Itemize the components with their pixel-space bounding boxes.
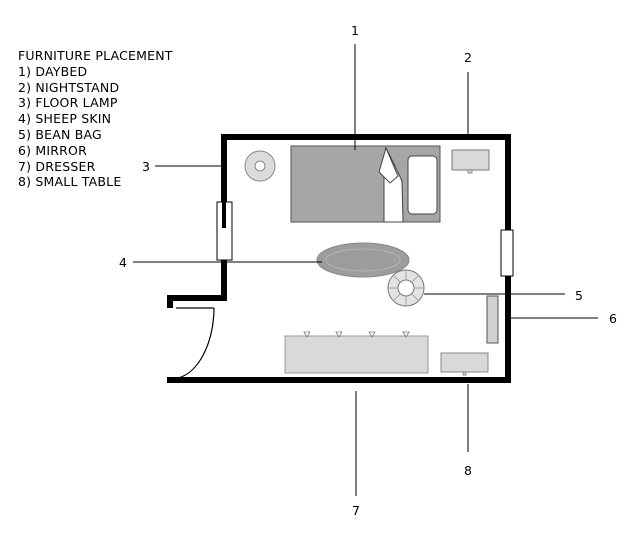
bean-bag <box>387 269 425 307</box>
dresser-top <box>284 335 429 374</box>
furniture-legend: FURNITURE PLACEMENT 1) DAYBED 2) NIGHTST… <box>18 48 173 190</box>
legend-item-nightstand: 2) NIGHTSTAND <box>18 79 120 95</box>
bean-bag-seams <box>388 270 424 306</box>
callout-sheep-skin: 4 <box>119 255 127 270</box>
window-right <box>500 229 514 277</box>
leader-lines <box>133 44 598 496</box>
bean-bag-inner <box>397 279 415 297</box>
callout-dresser: 7 <box>352 503 360 518</box>
dresser-handles <box>303 331 410 338</box>
rug-outer <box>316 242 410 278</box>
lamp-center <box>254 160 266 172</box>
door-swing <box>177 307 215 379</box>
sheep-skin-rug <box>316 242 410 278</box>
nightstand-knob <box>467 169 473 174</box>
legend-item-mirror: 6) MIRROR <box>18 142 87 158</box>
nightstand <box>451 149 490 174</box>
mirror <box>486 295 499 344</box>
callout-nightstand: 2 <box>464 50 472 65</box>
small-table-knob <box>462 371 467 376</box>
callout-bean-bag: 5 <box>575 288 583 303</box>
nightstand-top <box>451 149 490 171</box>
callout-mirror: 6 <box>609 311 617 326</box>
daybed-pillow <box>407 155 438 215</box>
legend-item-bean-bag: 5) BEAN BAG <box>18 126 102 142</box>
daybed-blanket-fold <box>378 146 399 184</box>
small-table-top <box>440 352 489 373</box>
legend-item-small-table: 8) SMALL TABLE <box>18 174 122 190</box>
callout-daybed: 1 <box>351 23 359 38</box>
callout-floor-lamp: 3 <box>142 159 150 174</box>
legend-title: FURNITURE PLACEMENT <box>18 48 173 63</box>
legend-item-floor-lamp: 3) FLOOR LAMP <box>18 95 118 111</box>
small-table <box>440 352 489 376</box>
rug-inner <box>325 248 401 272</box>
callout-small-table: 8 <box>464 463 472 478</box>
floor-lamp <box>244 150 276 182</box>
door <box>176 307 215 379</box>
legend-item-dresser: 7) DRESSER <box>18 158 96 174</box>
wall-left <box>167 134 227 308</box>
daybed <box>290 145 441 223</box>
legend-item-sheep-skin: 4) SHEEP SKIN <box>18 111 112 127</box>
dresser <box>284 331 429 374</box>
legend-item-daybed: 1) DAYBED <box>18 63 88 79</box>
